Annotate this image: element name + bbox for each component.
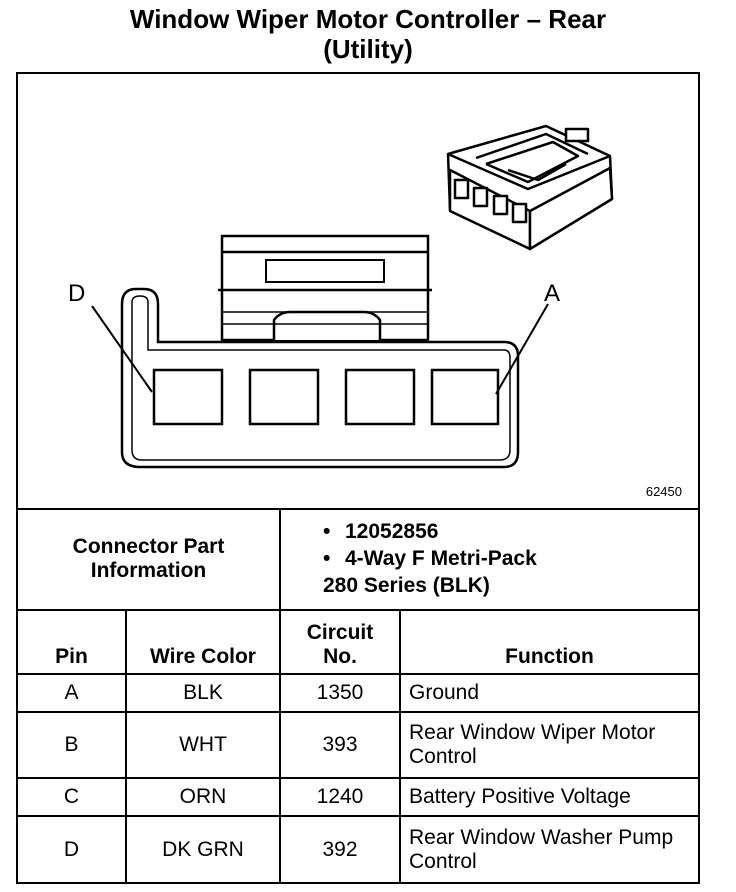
connector-diagram: D A 62450 — [18, 74, 698, 510]
connector-info-label: Connector Part Information — [18, 508, 281, 611]
header-wire-color: Wire Color — [125, 609, 281, 675]
header-circuit-no: Circuit No. — [279, 609, 401, 675]
wire-color-cell: BLK — [125, 673, 281, 713]
description-line-1: 4-Way F Metri-Pack — [345, 547, 537, 570]
connector-info-row: Connector Part Information • 12052856 • 4-… — [18, 508, 698, 611]
table-row: A BLK 1350 Ground — [18, 673, 698, 713]
table-row: C ORN 1240 Battery Positive Voltage — [18, 777, 698, 817]
circuit-cell: 392 — [279, 815, 401, 882]
header-pin: Pin — [18, 609, 127, 675]
circuit-cell: 1350 — [279, 673, 401, 713]
page-title: Window Wiper Motor Controller – Rear (Ut… — [0, 4, 736, 64]
bullet: • — [323, 520, 331, 543]
wire-color-cell: WHT — [125, 711, 281, 779]
bullet: • — [323, 547, 331, 570]
connector-document-frame: D A 62450 Connector Part Information • 12… — [16, 72, 700, 884]
function-cell: Battery Positive Voltage — [399, 777, 698, 817]
pin-label-d: D — [68, 280, 86, 307]
description-item: • 4-Way F Metri-Pack — [323, 545, 690, 572]
header-function: Function — [399, 609, 698, 675]
part-number: 12052856 — [345, 520, 439, 543]
table-row: B WHT 393 Rear Window Wiper Motor Contro… — [18, 711, 698, 779]
connector-drawing — [91, 124, 614, 469]
circuit-cell: 393 — [279, 711, 401, 779]
table-row: D DK GRN 392 Rear Window Washer Pump Con… — [18, 815, 698, 882]
part-number-item: • 12052856 — [323, 518, 690, 545]
table-header-row: Pin Wire Color Circuit No. Function — [18, 609, 698, 675]
function-cell: Rear Window Washer Pump Control — [399, 815, 698, 882]
function-cell: Ground — [399, 673, 698, 713]
figure-number: 62450 — [645, 484, 682, 499]
description-line-2: 280 Series (BLK) — [323, 574, 490, 597]
connector-table: Connector Part Information • 12052856 • 4-… — [18, 508, 698, 882]
pin-cell: B — [18, 711, 127, 779]
title-line-2: (Utility) — [323, 34, 413, 64]
wire-color-cell: ORN — [125, 777, 281, 817]
pin-cell: A — [18, 673, 127, 713]
function-cell: Rear Window Wiper Motor Control — [399, 711, 698, 779]
pin-cell: C — [18, 777, 127, 817]
circuit-cell: 1240 — [279, 777, 401, 817]
connector-3d-view — [446, 124, 614, 251]
wire-color-cell: DK GRN — [125, 815, 281, 882]
pin-cell: D — [18, 815, 127, 882]
title-line-1: Window Wiper Motor Controller – Rear — [129, 4, 607, 34]
connector-face — [91, 234, 549, 469]
pin-label-a: A — [544, 280, 561, 307]
connector-info-details: • 12052856 • 4-Way F Metri-Pack 280 Series… — [279, 508, 698, 611]
